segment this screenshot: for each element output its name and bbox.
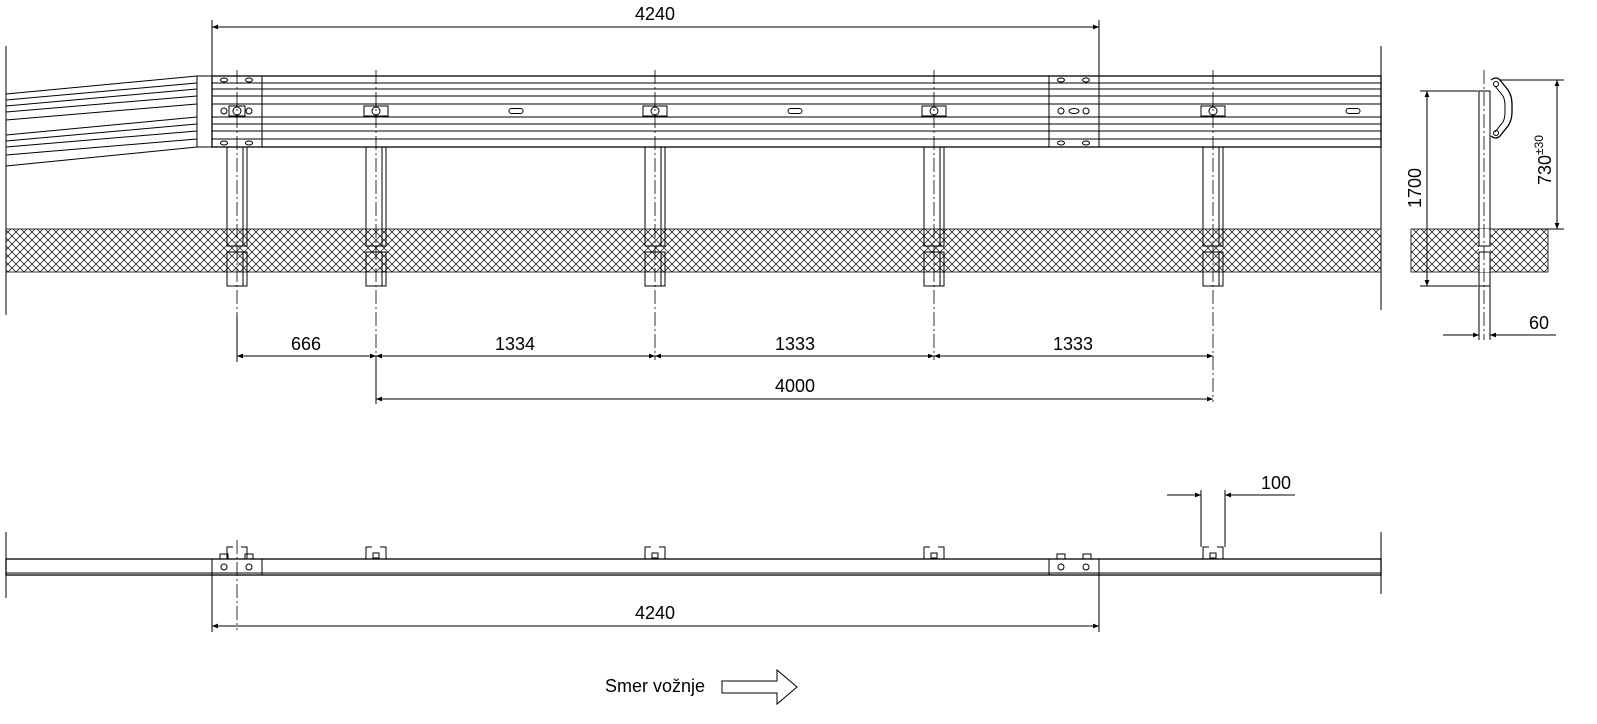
post-5 [1200,70,1226,402]
post-3 [642,70,668,360]
spacing-label-4: 1333 [1053,334,1093,354]
post-4 [921,70,947,360]
post-spacing-dimensions: 666 1334 1333 1333 4000 [236,315,1213,404]
spacing-label-2: 1334 [495,334,535,354]
direction-indicator: Smer vožnje [605,668,798,706]
section-height-label: 1700 [1405,168,1425,208]
terminal-end-section [5,75,212,167]
elevation-view: 4240 666 1334 1333 1333 4000 [5,4,1382,404]
bottom-dimension-label: 4240 [635,603,675,623]
post-width-label: 60 [1529,313,1549,333]
plan-rail [5,558,1382,576]
rail-height-label: 730±30 [1532,135,1555,185]
right-arrow-icon [721,668,798,706]
spacing-label-1: 666 [291,334,321,354]
post-1 [226,70,248,315]
plan-view: 100 4240 [5,473,1382,632]
plan-post-4 [923,546,945,559]
section-view: 1700 730±30 60 [1405,70,1564,340]
post-2 [363,70,389,360]
posts-elevation [226,70,1226,402]
ground-soil [5,228,1382,273]
plan-post-3 [644,546,666,559]
plan-post-5 [1202,546,1224,559]
plan-post-2 [365,546,387,559]
plan-post-width-label: 100 [1261,473,1291,493]
total-span-label: 4000 [775,376,815,396]
w-beam-rail [211,75,1382,148]
direction-label: Smer vožnje [605,676,705,696]
w-beam-profile [1490,77,1513,139]
plan-post-1 [226,540,248,630]
top-dimension-label: 4240 [635,4,675,24]
top-dimension: 4240 [211,4,1100,76]
spacing-label-3: 1333 [775,334,815,354]
